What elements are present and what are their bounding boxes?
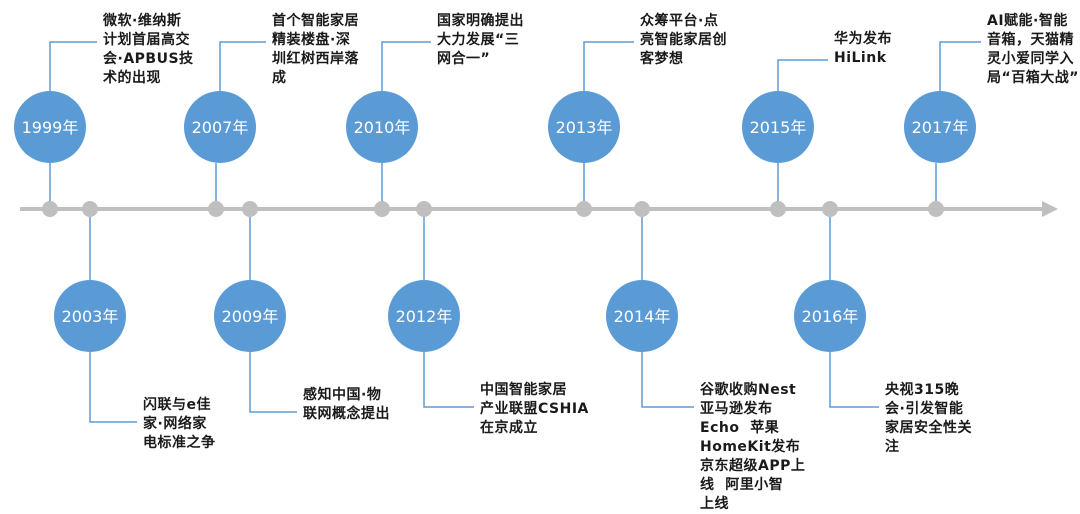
timeline-node xyxy=(374,201,390,217)
year-label: 2007年 xyxy=(192,118,249,137)
year-label: 1999年 xyxy=(22,118,79,137)
year-circle xyxy=(388,280,460,352)
event-description: 华为发布 HiLink xyxy=(834,31,892,66)
timeline-node xyxy=(770,201,786,217)
year-label: 2014年 xyxy=(614,307,671,326)
label-connector xyxy=(49,41,97,91)
label-connector xyxy=(423,352,474,408)
event-description: 众筹平台·点 亮智能家居创 客梦想 xyxy=(640,13,727,67)
timeline-node xyxy=(242,201,258,217)
event-description: 微软·维纳斯 计划首届高交 会·APBUS技 术的出现 xyxy=(103,13,194,86)
year-circle xyxy=(184,91,256,163)
year-circle xyxy=(742,91,814,163)
year-circle xyxy=(904,91,976,163)
label-connector xyxy=(939,41,981,91)
timeline-node xyxy=(82,201,98,217)
timeline-node xyxy=(634,201,650,217)
label-connector xyxy=(829,352,879,408)
label-connector xyxy=(89,352,137,423)
axis-arrowhead xyxy=(1042,201,1058,217)
year-circle xyxy=(606,280,678,352)
timeline-node xyxy=(928,201,944,217)
label-connector xyxy=(219,41,266,91)
year-label: 2017年 xyxy=(912,118,969,137)
label-connector xyxy=(381,41,431,91)
timeline-node xyxy=(416,201,432,217)
year-circle xyxy=(14,91,86,163)
year-label: 2016年 xyxy=(802,307,859,326)
event-description: 国家明确提出 大力发展“三 网合一” xyxy=(437,13,524,67)
event-description: AI赋能·智能 音箱，天猫精 灵小爱同学入 局“百箱大战” xyxy=(987,13,1079,86)
label-connector xyxy=(583,41,634,91)
year-label: 2012年 xyxy=(396,307,453,326)
year-label: 2009年 xyxy=(222,307,279,326)
year-circle xyxy=(214,280,286,352)
year-circle xyxy=(346,91,418,163)
label-connector xyxy=(249,352,297,413)
label-connector xyxy=(777,59,828,91)
timeline-node xyxy=(576,201,592,217)
event-description: 央视315晚 会·引发智能 家居安全性关 注 xyxy=(885,382,972,455)
event-description: 谷歌收购Nest 亚马逊发布 Echo 苹果 HomeKit发布 京东超级APP… xyxy=(700,382,806,512)
timeline-node xyxy=(822,201,838,217)
timeline-node xyxy=(208,201,224,217)
label-connector xyxy=(641,352,694,408)
year-label: 2013年 xyxy=(556,118,613,137)
event-description: 闪联与e佳 家·网络家 电标准之争 xyxy=(143,397,216,451)
year-circle xyxy=(794,280,866,352)
year-circle xyxy=(548,91,620,163)
event-description: 首个智能家居 精装楼盘·深 圳红树西岸落 成 xyxy=(272,13,359,86)
event-description: 中国智能家居 产业联盟CSHIA 在京成立 xyxy=(480,382,589,436)
year-label: 2015年 xyxy=(750,118,807,137)
event-description: 感知中国·物 联网概念提出 xyxy=(303,387,390,422)
year-label: 2010年 xyxy=(354,118,411,137)
year-circle xyxy=(54,280,126,352)
timeline-node xyxy=(42,201,58,217)
year-label: 2003年 xyxy=(62,307,119,326)
